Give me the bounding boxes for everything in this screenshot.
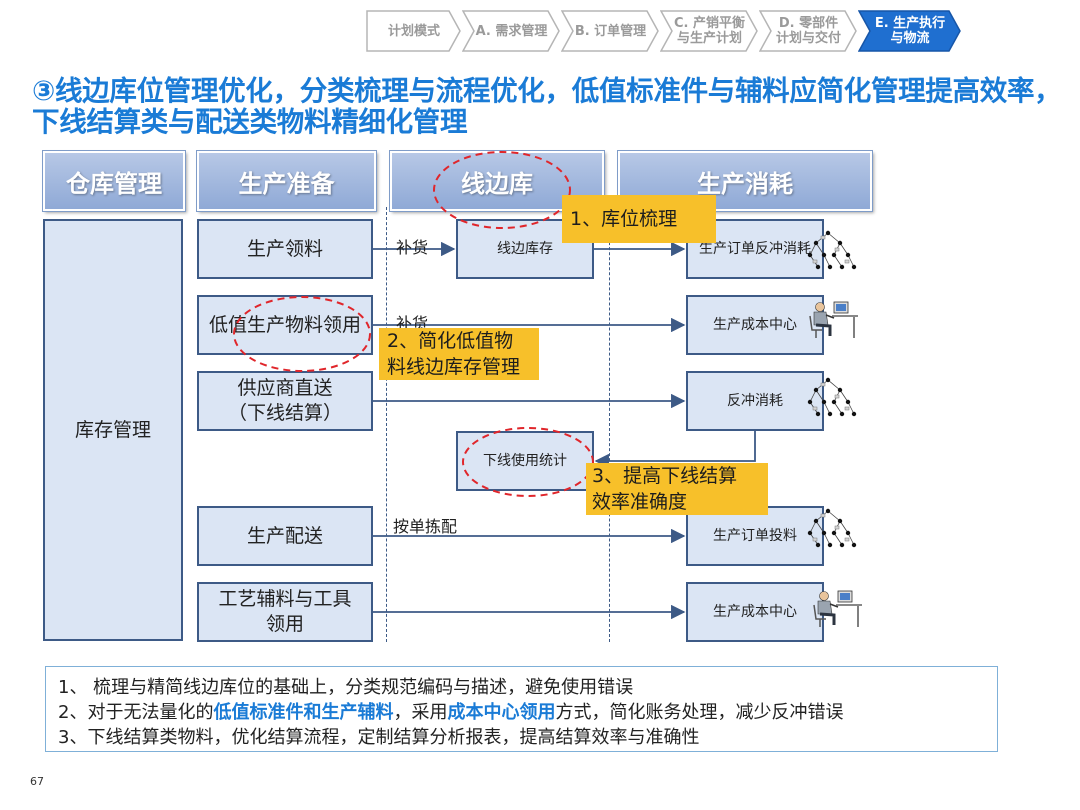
inventory-management-box: 库存管理 [43, 219, 183, 641]
flow-label-by-order-pick: 按单拣配 [393, 517, 458, 536]
note-line-1: 1、 梳理与精简线边库位的基础上，分类规范编码与描述，避免使用错误 [58, 675, 997, 700]
consumption-cost-center-2-box: 生产成本中心 [686, 582, 824, 642]
network-tree-icon [807, 377, 857, 417]
prep-distribution-box: 生产配送 [197, 506, 373, 566]
highlight-ellipse-line-side [433, 151, 571, 229]
column-header-preparation: 生产准备 [196, 150, 377, 212]
prep-material-pick-box: 生产领料 [197, 219, 373, 279]
note-text: 方式，简化账务处理，减少反冲错误 [555, 702, 844, 723]
breadcrumb-label: 计划模式 [387, 23, 440, 39]
breadcrumb-step-6[interactable]: E. 生产执行 与物流 [858, 10, 962, 52]
offline-stats-box: 下线使用统计 [456, 431, 594, 491]
consumption-cost-center-1-box: 生产成本中心 [686, 295, 824, 355]
callout-2: 2、简化低值物 料线边库存管理 [379, 328, 539, 380]
breadcrumb-label: E. 生产执行 与物流 [874, 16, 946, 46]
worker-at-computer-icon [808, 300, 860, 340]
note-highlight: 低值标准件和生产辅料 [213, 702, 394, 723]
note-line-3: 3、下线结算类物料，优化结算流程，定制结算分析报表，提高结算效率与准确性 [58, 725, 997, 750]
page-title: ③线边库位管理优化，分类梳理与流程优化，低值标准件与辅料应简化管理提高效率，下线… [32, 75, 1062, 138]
breadcrumb-label: D. 零部件 计划与交付 [775, 16, 841, 46]
note-text: 2、对于无法量化的 [58, 702, 214, 723]
network-tree-icon [807, 508, 857, 548]
prep-supplier-direct-box: 供应商直送 （下线结算） [197, 371, 373, 431]
note-line-2: 2、对于无法量化的低值标准件和生产辅料，采用成本中心领用方式，简化账务处理，减少… [58, 700, 997, 725]
breadcrumb-step-3[interactable]: B. 订单管理 [561, 10, 660, 52]
breadcrumb-step-4[interactable]: C. 产销平衡 与生产计划 [660, 10, 759, 52]
lane-divider-left [386, 207, 387, 642]
column-header-warehouse: 仓库管理 [42, 150, 186, 212]
breadcrumb-step-5[interactable]: D. 零部件 计划与交付 [759, 10, 858, 52]
breadcrumb-label: C. 产销平衡 与生产计划 [673, 16, 745, 46]
breadcrumb-step-1[interactable]: 计划模式 [366, 10, 462, 52]
highlight-ellipse-low-value [233, 296, 371, 372]
note-text: ，采用 [393, 702, 448, 723]
page-number: 67 [30, 775, 44, 788]
lane-divider-right [609, 207, 610, 642]
flow-label-replenish-1: 补货 [396, 238, 429, 257]
worker-at-computer-icon [812, 589, 864, 629]
breadcrumb-label: A. 需求管理 [475, 23, 548, 39]
breadcrumb: 计划模式 A. 需求管理 B. 订单管理 C. 产销平衡 与生产计划 D. 零部件 计划… [366, 10, 962, 52]
prep-low-value-box: 低值生产物料领用 [197, 295, 373, 355]
breadcrumb-label: B. 订单管理 [574, 23, 647, 39]
prep-aux-tools-box: 工艺辅料与工具 领用 [197, 582, 373, 642]
note-text: 3、下线结算类物料，优化结算流程，定制结算分析报表，提高结算效率与准确性 [58, 727, 700, 748]
breadcrumb-step-2[interactable]: A. 需求管理 [462, 10, 561, 52]
highlight-ellipse-offline-stats [462, 427, 594, 497]
callout-1: 1、库位梳理 [562, 195, 716, 243]
network-tree-icon [807, 230, 857, 270]
note-highlight: 成本中心领用 [447, 702, 556, 723]
note-text: 1、 梳理与精简线边库位的基础上，分类规范编码与描述，避免使用错误 [58, 677, 634, 698]
callout-3: 3、提高下线结算 效率准确度 [586, 463, 768, 515]
